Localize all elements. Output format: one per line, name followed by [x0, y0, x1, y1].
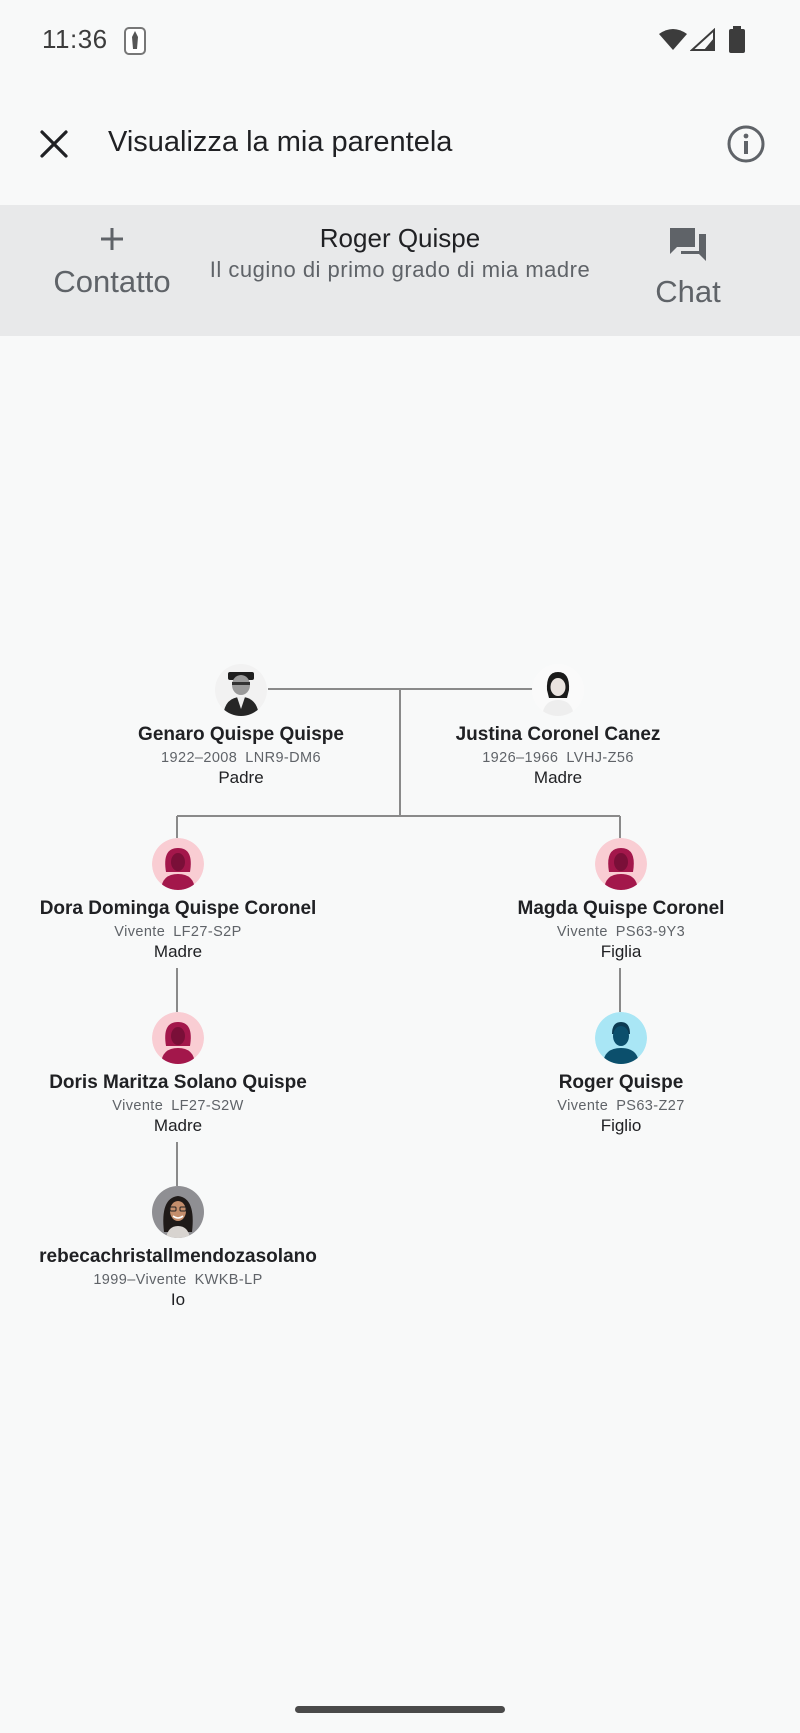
female-avatar-icon: [595, 838, 647, 890]
app-bar: Visualizza la mia parentela: [0, 90, 800, 200]
person-id: LF27-S2P: [173, 924, 242, 940]
contact-button[interactable]: Contatto: [32, 225, 192, 300]
person-meta: 1926–1966 LVHJ-Z56: [378, 750, 738, 766]
contact-label: Contatto: [53, 264, 171, 299]
person-id: LF27-S2W: [171, 1098, 244, 1114]
female-avatar-icon: [152, 838, 204, 890]
close-icon[interactable]: [30, 120, 78, 168]
tree-connectors: [176, 688, 621, 1186]
user-photo-avatar: [152, 1186, 204, 1238]
chat-icon: [670, 228, 706, 261]
person-dates: Vivente: [557, 1098, 609, 1114]
relationship-header: Contatto Roger Quispe Il cugino di primo…: [0, 205, 800, 336]
tree-node[interactable]: Magda Quispe Coronel Vivente PS63-9Y3 Fig…: [441, 838, 800, 962]
chat-label: Chat: [655, 274, 721, 309]
tree-node[interactable]: Genaro Quispe Quispe 1922–2008 LNR9-DM6 P…: [61, 664, 421, 788]
tree-node[interactable]: Doris Maritza Solano Quispe Vivente LF27-…: [0, 1012, 358, 1136]
person-name: Roger Quispe: [558, 1072, 684, 1093]
female-avatar-icon: [152, 1012, 204, 1064]
person-name: Dora Dominga Quispe Coronel: [39, 898, 317, 919]
person-dates: Vivente: [112, 1098, 164, 1114]
relationship-text: Il cugino di primo grado di mia madre: [209, 257, 591, 282]
person-relation: Padre: [218, 768, 264, 787]
relationship-tree: Genaro Quispe Quispe 1922–2008 LNR9-DM6 P…: [0, 336, 800, 1676]
status-bar: 11:36: [0, 0, 800, 82]
tree-node[interactable]: Dora Dominga Quispe Coronel Vivente LF27-…: [0, 838, 358, 962]
person-dates: 1922–2008: [161, 750, 238, 766]
person-id: PS63-Z27: [616, 1098, 685, 1114]
info-icon[interactable]: [722, 120, 770, 168]
notification-icon: [124, 27, 146, 60]
male-avatar-icon: [595, 1012, 647, 1064]
person-meta: Vivente PS63-9Y3: [441, 924, 800, 940]
person-name: Doris Maritza Solano Quispe: [49, 1072, 307, 1093]
person-meta: 1999–Vivente KWKB-LP: [0, 1272, 358, 1288]
tree-node[interactable]: Roger Quispe Vivente PS63-Z27 Figlio: [441, 1012, 800, 1136]
person-dates: Vivente: [556, 924, 608, 940]
person-relation: Madre: [153, 1116, 203, 1135]
home-indicator[interactable]: [295, 1706, 505, 1713]
person-dates: 1926–1966: [482, 750, 559, 766]
plus-icon: [101, 228, 123, 250]
wifi-icon: [658, 28, 688, 57]
person-name: Genaro Quispe Quispe: [138, 724, 344, 745]
person-relation: Madre: [533, 768, 583, 787]
status-time: 11:36: [42, 24, 108, 54]
person-meta: Vivente LF27-S2P: [0, 924, 358, 940]
person-id: KWKB-LP: [194, 1272, 263, 1288]
person-name: Justina Coronel Canez: [455, 724, 661, 745]
person-id: PS63-9Y3: [615, 924, 686, 940]
woman-photo-avatar: [532, 664, 584, 716]
person-relation: Madre: [153, 942, 203, 961]
relative-name: Roger Quispe: [319, 223, 481, 253]
person-relation: Io: [170, 1290, 186, 1309]
battery-icon: [728, 26, 746, 59]
man-photo-avatar: [215, 664, 267, 716]
person-name: Magda Quispe Coronel: [517, 898, 725, 919]
person-dates: Vivente: [114, 924, 166, 940]
page-title: Visualizza la mia parentela: [108, 126, 453, 158]
person-meta: Vivente PS63-Z27: [441, 1098, 800, 1114]
person-name: rebecachristallmendozasolano: [39, 1246, 317, 1267]
tree-node[interactable]: rebecachristallmendozasolano 1999–Vivent…: [0, 1186, 358, 1310]
signal-icon: [689, 27, 716, 57]
person-relation: Figlia: [600, 942, 642, 961]
person-relation: Figlio: [600, 1116, 642, 1135]
person-dates: 1999–Vivente: [93, 1272, 187, 1288]
chat-button[interactable]: Chat: [608, 225, 768, 310]
person-meta: Vivente LF27-S2W: [0, 1098, 358, 1114]
person-id: LNR9-DM6: [245, 750, 321, 766]
person-meta: 1922–2008 LNR9-DM6: [61, 750, 421, 766]
person-id: LVHJ-Z56: [566, 750, 634, 766]
